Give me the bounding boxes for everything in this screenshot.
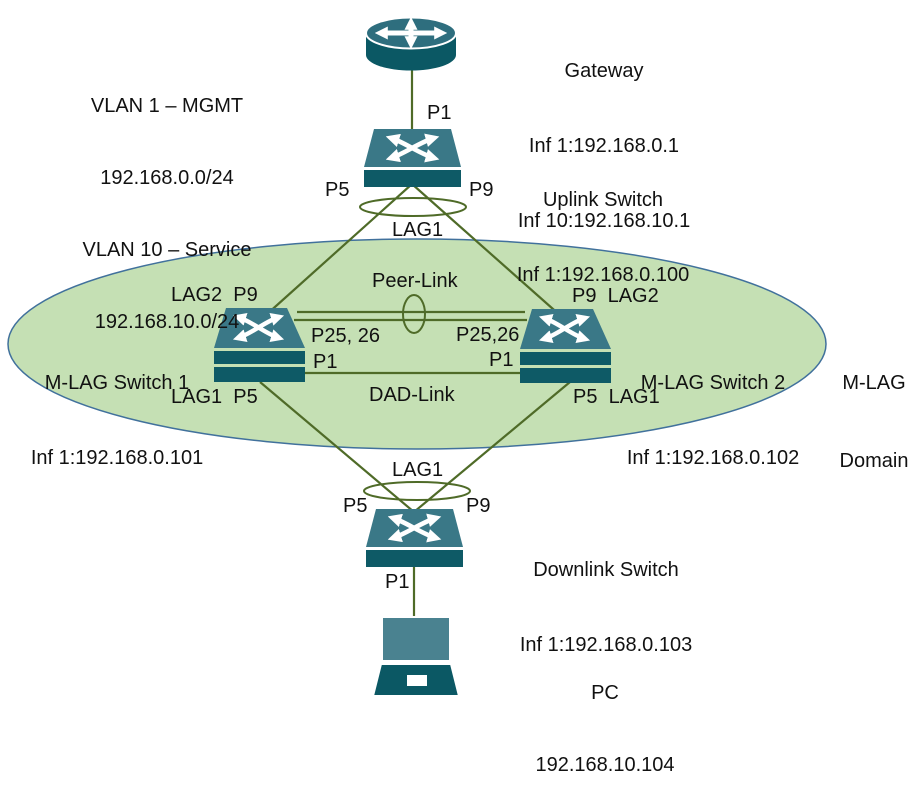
downlink-switch-icon <box>366 509 463 567</box>
uplink-switch-label: Uplink Switch Inf 1:192.168.0.100 <box>517 138 689 313</box>
mlag-domain-ellipse <box>7 238 827 450</box>
network-diagram: { "colors": { "line": "#4F6B28", "domain… <box>7 9 909 776</box>
mlag-domain-label: M-LAG Domain <box>840 318 909 500</box>
mlag-switch-2-label: M-LAG Switch 2 Inf 1:192.168.0.102 <box>627 321 799 496</box>
node-address: 192.168.10.104 <box>535 754 675 776</box>
node-address: Inf 10:192.168.10.1 <box>517 210 691 232</box>
link-uplink-mlag1 <box>265 183 413 316</box>
dad-link-label: DAD-Link <box>369 384 455 406</box>
vlan-note-line: VLAN 10 – Service <box>82 239 252 261</box>
mlag1-lag1-p5-label: LAG1 P5 <box>171 386 258 408</box>
node-address: Inf 1:192.168.0.102 <box>626 447 800 469</box>
gateway-label: Gateway Inf 1:192.168.0.1 Inf 10:192.168… <box>518 9 690 259</box>
node-address: Inf 1:192.168.0.101 <box>30 447 204 469</box>
switch-arrows-icon <box>232 313 285 342</box>
node-title: Uplink Switch <box>542 189 664 211</box>
vlan-note-line: VLAN 1 – MGMT <box>90 95 244 117</box>
port-label-p1-uplink: P1 <box>427 102 452 124</box>
uplink-switch-icon <box>364 129 461 187</box>
node-address: Inf 1:192.168.0.103 <box>519 634 693 656</box>
port-label-p9-downlink: P9 <box>466 495 491 517</box>
link-uplink-mlag2 <box>411 183 563 318</box>
lag1-lower-label: LAG1 <box>392 459 444 481</box>
laptop-icon <box>371 616 461 697</box>
node-address: Inf 1:192.168.0.1 <box>528 135 680 157</box>
mlag1-p25-26-label: P25, 26 <box>311 325 380 347</box>
mlag2-p25-26-label: P25,26 <box>456 324 520 346</box>
vlan-note-line: 192.168.0.0/24 <box>100 167 234 189</box>
mlag1-lag2-p9-label: LAG2 P9 <box>171 284 258 306</box>
lag1-upper-label: LAG1 <box>392 219 444 241</box>
port-label-p9-uplink: P9 <box>469 179 494 201</box>
pc-label: PC 192.168.10.104 <box>535 633 674 801</box>
node-title: M-LAG Switch 2 <box>640 372 786 394</box>
node-address: Inf 1:192.168.0.100 <box>516 264 690 286</box>
mlag2-p1-label: P1 <box>489 349 514 371</box>
node-title: M-LAG Switch 1 <box>44 372 190 394</box>
port-label-p5-downlink: P5 <box>343 495 368 517</box>
link-mlag2-downlink <box>413 381 571 513</box>
switch-arrows-icon <box>538 314 591 343</box>
router-icon <box>365 17 457 71</box>
laptop-touchpad <box>407 675 427 686</box>
lag1-upper-ellipse <box>359 197 467 217</box>
node-title: Downlink Switch <box>533 559 679 581</box>
mlag-switch-1-icon <box>214 308 305 382</box>
node-title: Gateway <box>564 60 644 82</box>
mlag2-p5-lag1-label: P5 LAG1 <box>573 386 660 408</box>
vlan-note: VLAN 1 – MGMT 192.168.0.0/24 VLAN 10 – S… <box>83 46 252 358</box>
mlag1-p1-label: P1 <box>313 351 338 373</box>
vlan-note-line: 192.168.10.0/24 <box>94 311 240 333</box>
node-title: PC <box>591 682 619 704</box>
domain-label-line: M-LAG <box>842 372 906 394</box>
domain-label-line: Domain <box>839 450 909 472</box>
lag1-lower-ellipse <box>363 481 471 501</box>
peer-link-ellipse <box>402 294 426 334</box>
mlag-switch-1-label: M-LAG Switch 1 Inf 1:192.168.0.101 <box>31 321 203 496</box>
links-layer <box>7 66 827 620</box>
mlag-switch-2-icon <box>520 309 611 383</box>
router-cross-arrows-icon <box>374 17 448 50</box>
switch-arrows-icon <box>385 133 440 163</box>
downlink-switch-label: Downlink Switch Inf 1:192.168.0.103 <box>520 508 692 683</box>
peer-link-label: Peer-Link <box>372 270 458 292</box>
switch-arrows-icon <box>387 513 442 543</box>
port-label-p1-downlink: P1 <box>385 571 410 593</box>
port-label-p5-uplink: P5 <box>325 179 350 201</box>
mlag2-p9-lag2-label: P9 LAG2 <box>572 285 659 307</box>
link-mlag1-downlink <box>259 381 415 513</box>
